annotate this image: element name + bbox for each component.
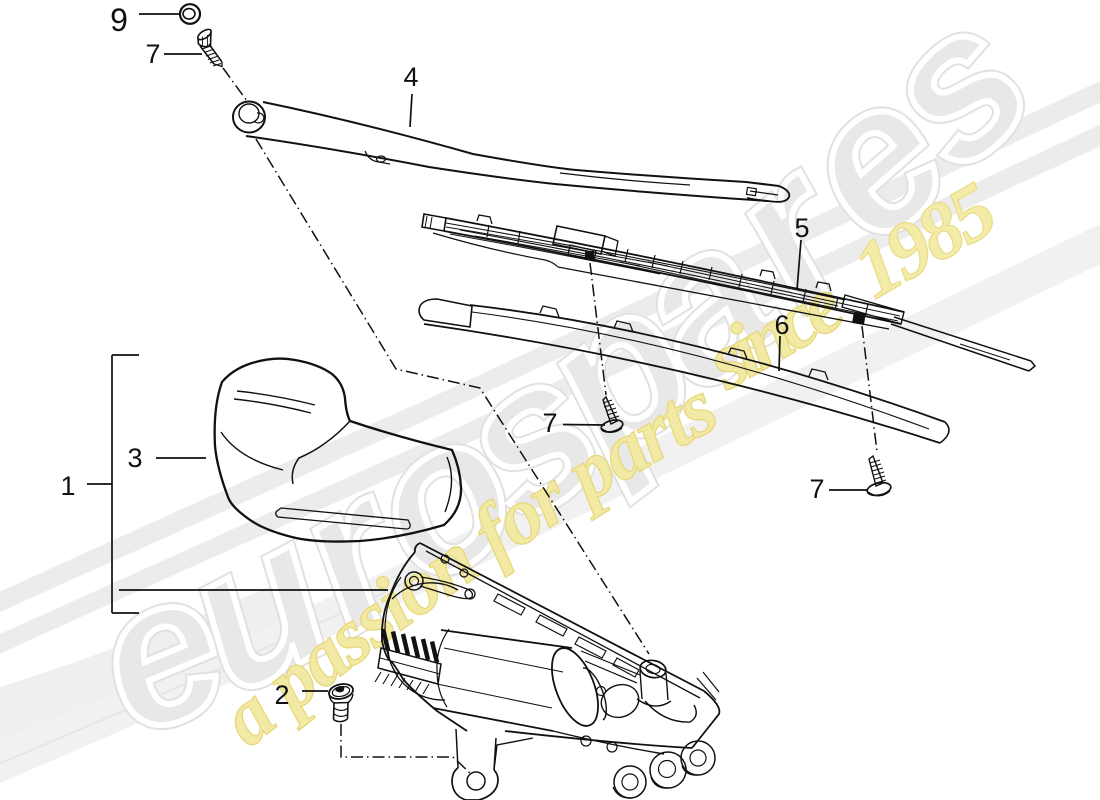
svg-text:3: 3 bbox=[127, 443, 142, 473]
svg-text:7: 7 bbox=[809, 474, 824, 504]
svg-text:7: 7 bbox=[542, 408, 557, 438]
svg-text:6: 6 bbox=[774, 310, 789, 340]
svg-text:2: 2 bbox=[274, 680, 289, 710]
svg-text:7: 7 bbox=[145, 39, 160, 69]
svg-text:5: 5 bbox=[794, 213, 809, 243]
svg-text:4: 4 bbox=[403, 62, 418, 92]
svg-text:1: 1 bbox=[60, 471, 75, 501]
svg-text:9: 9 bbox=[110, 2, 128, 38]
